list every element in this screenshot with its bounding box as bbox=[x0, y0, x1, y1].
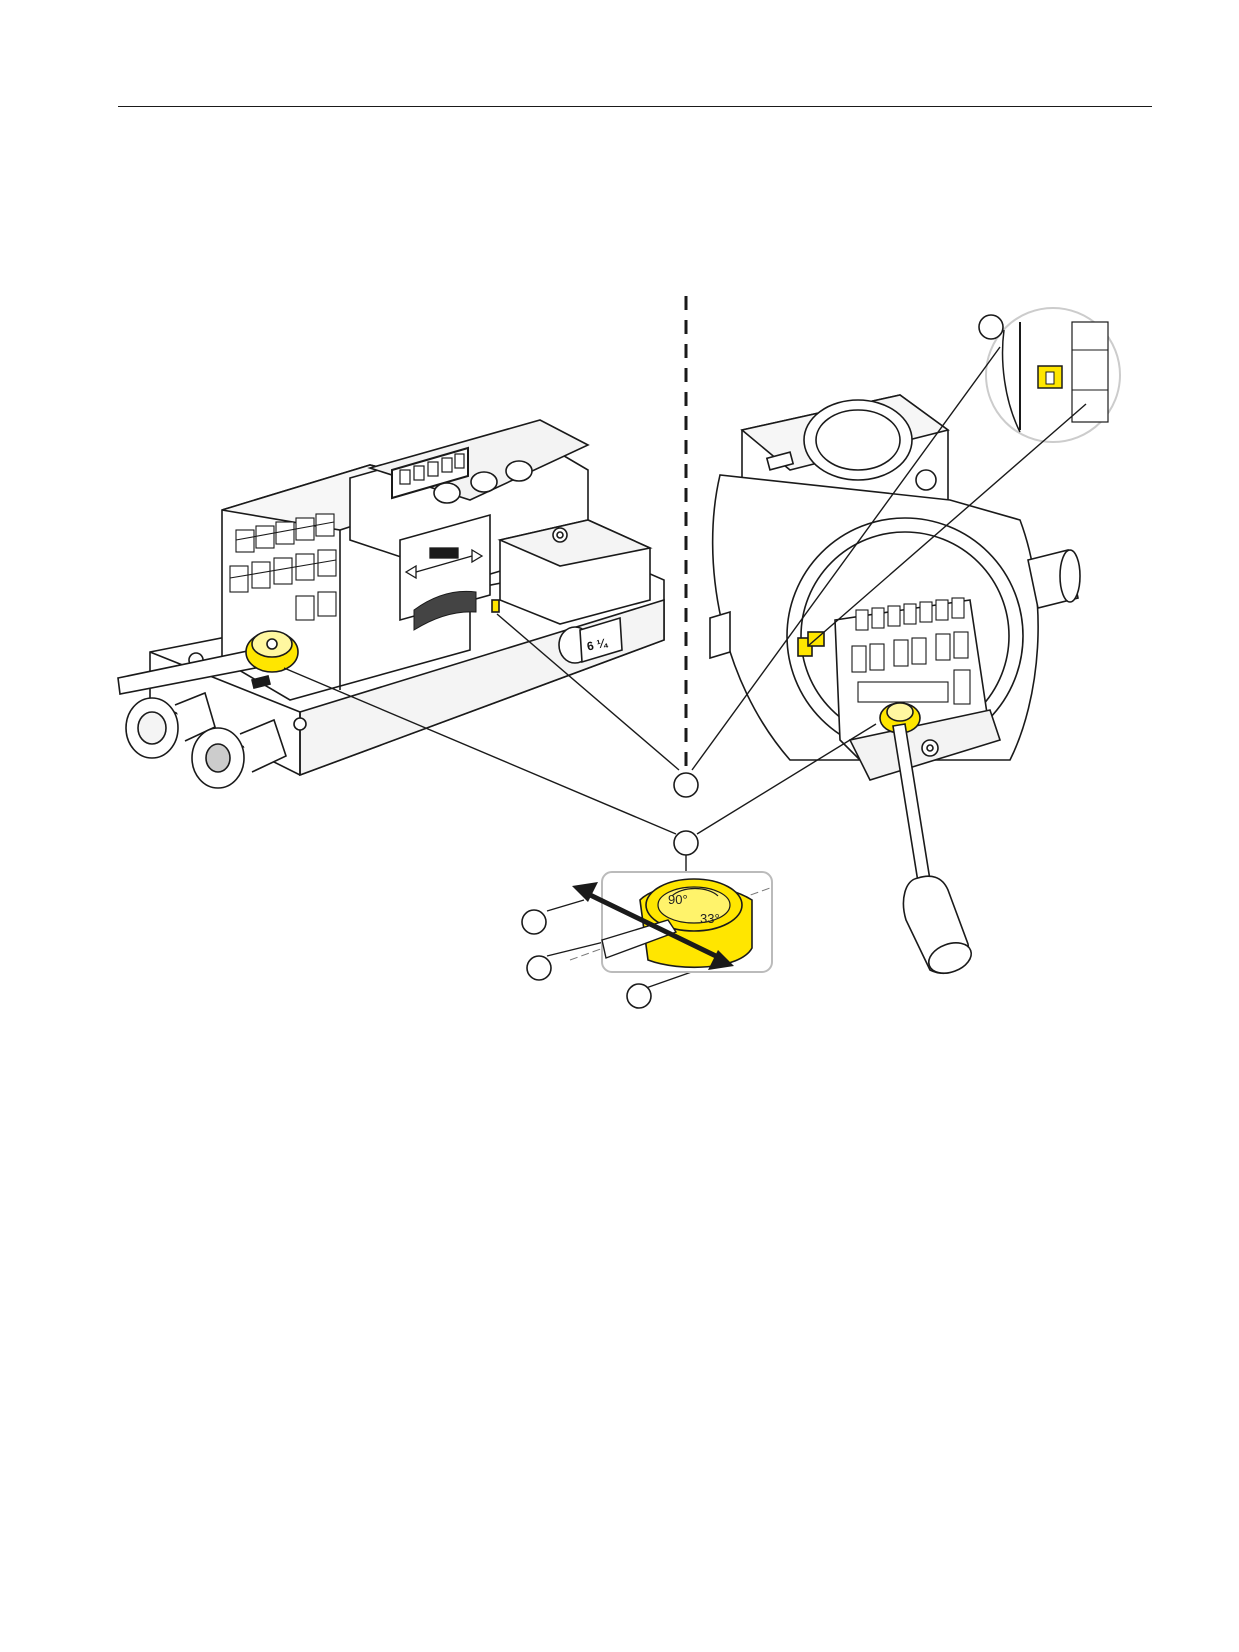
terminal-rows-right bbox=[851, 597, 971, 705]
cable-gland-2 bbox=[191, 718, 287, 789]
arrow-up-left-icon bbox=[572, 882, 598, 902]
rotary-switch-right bbox=[879, 702, 921, 734]
magnified-inset bbox=[985, 307, 1121, 443]
right-device bbox=[709, 394, 1081, 975]
rotary-detail: 90° 33° bbox=[569, 871, 773, 973]
lcd-digits bbox=[399, 453, 465, 485]
switch-yellow-left bbox=[491, 599, 500, 613]
button-1-icon bbox=[433, 482, 461, 504]
cable-gland-1 bbox=[125, 691, 216, 759]
callout-circle bbox=[626, 983, 652, 1009]
angle-33-label: 33° bbox=[700, 911, 720, 926]
switch-symbol bbox=[404, 547, 484, 580]
header-rule bbox=[118, 106, 1152, 107]
angle-90-label: 90° bbox=[668, 892, 688, 907]
lcd-display bbox=[391, 446, 469, 500]
terminal-rows-left bbox=[229, 513, 337, 621]
callout-circle bbox=[673, 772, 699, 798]
left-device: 6 ¼ bbox=[117, 419, 665, 789]
button-2-icon bbox=[470, 471, 498, 493]
callout-circle bbox=[673, 830, 699, 856]
callout-markers bbox=[521, 314, 1004, 1009]
callout-circle bbox=[521, 909, 547, 935]
callout-circle bbox=[526, 955, 552, 981]
ribbed-knob bbox=[413, 590, 477, 631]
arrow-down-right-icon bbox=[708, 950, 734, 970]
callout-circle bbox=[978, 314, 1004, 340]
button-3-icon bbox=[505, 460, 533, 482]
plug-label: 6 ¼ bbox=[586, 636, 609, 654]
rotary-switch-left bbox=[245, 630, 299, 673]
